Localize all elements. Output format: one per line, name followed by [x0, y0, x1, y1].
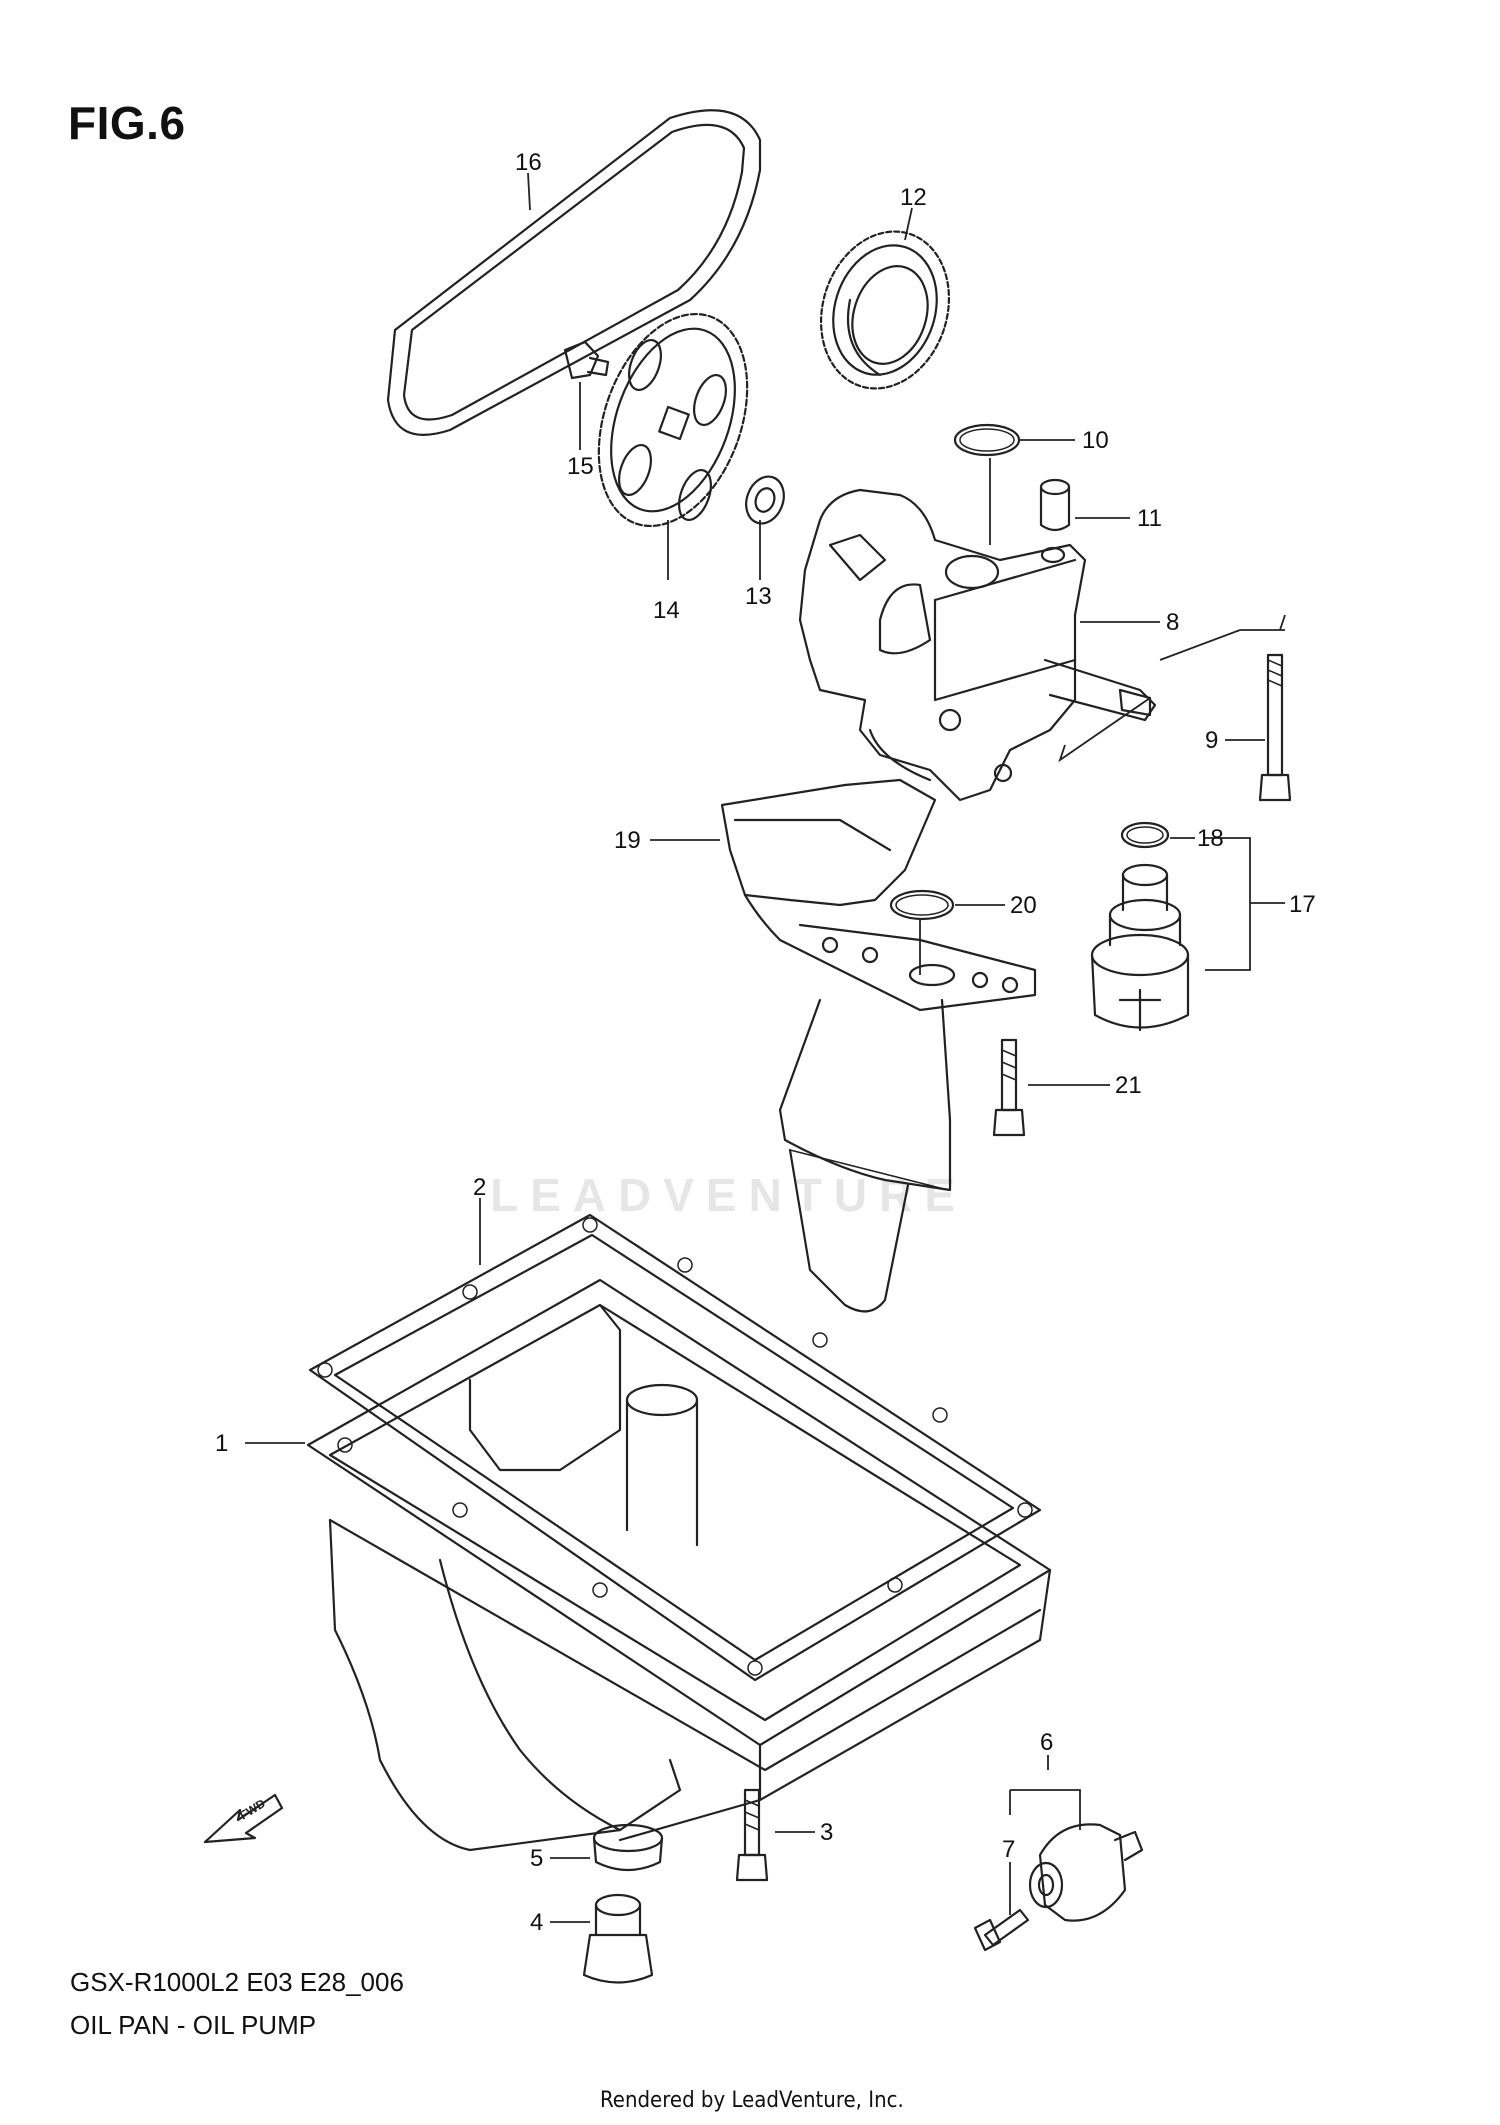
callout-14: 14 — [653, 597, 680, 624]
part-17-relief-valve-drawing — [1090, 863, 1190, 1032]
callout-4: 4 — [530, 1909, 543, 1936]
part-7-screw-drawing — [973, 1908, 1030, 1952]
callout-3: 3 — [820, 1819, 833, 1846]
callout-17: 17 — [1289, 891, 1316, 918]
callout-10: 10 — [1082, 427, 1109, 454]
part-11-dowel-drawing — [1039, 478, 1071, 532]
callout-12: 12 — [900, 184, 927, 211]
callout-5: 5 — [530, 1845, 543, 1872]
callout-8: 8 — [1166, 609, 1179, 636]
part-4-drain-plug-drawing — [582, 1893, 654, 1984]
forward-arrow-icon: FWD — [203, 1793, 284, 1844]
part-9-bolt-drawing — [1258, 653, 1292, 802]
part-19-strainer-drawing — [720, 778, 1037, 1313]
part-18-o-ring-drawing — [1120, 821, 1170, 849]
leader-lines — [245, 172, 1286, 1923]
diagram-title: OIL PAN - OIL PUMP — [70, 2010, 317, 2040]
part-15-bolt-drawing — [563, 340, 610, 380]
callout-16: 16 — [515, 149, 542, 176]
part-21-bolt-drawing — [992, 1038, 1026, 1137]
part-10-o-ring-drawing — [953, 423, 1021, 457]
part-5-gasket-drawing — [592, 1823, 664, 1872]
callout-19: 19 — [614, 827, 641, 854]
callout-6: 6 — [1040, 1729, 1053, 1756]
callout-11: 11 — [1137, 505, 1162, 532]
rendered-by-credit: Rendered by LeadVenture, Inc. — [600, 2088, 904, 2113]
part-6-switch-drawing — [1028, 1823, 1144, 1922]
part-20-o-ring-drawing — [889, 889, 955, 921]
part-1-oil-pan-drawing — [306, 1278, 1052, 1852]
callout-9: 9 — [1205, 727, 1218, 754]
figure-title: FIG.6 — [68, 97, 186, 149]
callout-20: 20 — [1010, 892, 1037, 919]
part-16-chain-drawing — [386, 109, 762, 436]
fwd-badge-label: FWD — [237, 1796, 268, 1823]
part-12-gear-drawing — [819, 230, 951, 390]
callout-18: 18 — [1197, 825, 1224, 852]
callout-2: 2 — [473, 1174, 486, 1201]
callout-1: 1 — [215, 1430, 228, 1457]
callout-15: 15 — [567, 453, 594, 480]
part-2-gasket-drawing — [308, 1213, 1042, 1682]
callout-numbers: 16 12 10 11 15 13 14 8 9 18 17 19 20 21 … — [215, 149, 1316, 1936]
part-8-oil-pump-drawing — [798, 488, 1157, 802]
part-3-bolt-drawing — [735, 1788, 769, 1882]
part-13-washer-drawing — [745, 475, 785, 525]
model-code: GSX-R1000L2 E03 E28_006 — [70, 1967, 404, 1997]
callout-7: 7 — [1002, 1836, 1015, 1863]
callout-13: 13 — [745, 583, 772, 610]
callout-21: 21 — [1115, 1072, 1142, 1099]
part-14-sprocket-drawing — [597, 312, 749, 528]
